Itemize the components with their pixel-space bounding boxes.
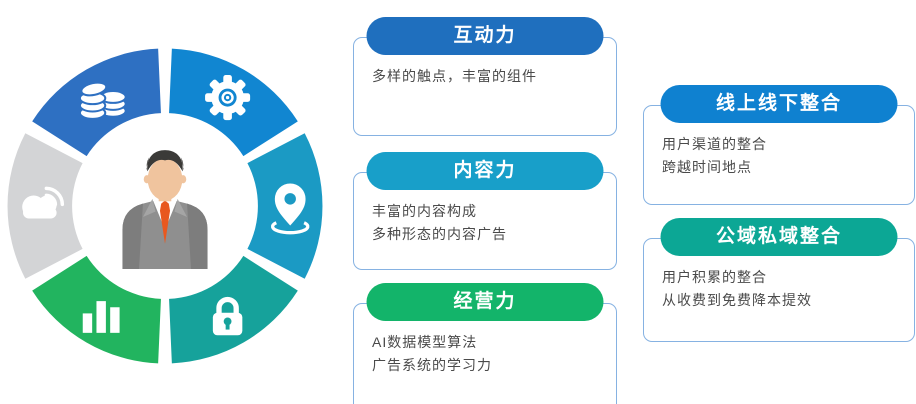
card-text-line: 跨越时间地点 (662, 159, 752, 175)
card-text-line: 从收费到免费降本提效 (662, 292, 812, 308)
card-interaction-power-body: 多样的触点，丰富的组件 (354, 38, 616, 88)
card-text-line: 丰富的内容构成 (372, 203, 477, 219)
card-public-private-domain-integration-header: 公域私域整合 (660, 218, 898, 256)
coins-icon (78, 81, 127, 120)
gear-icon (205, 75, 251, 121)
segment-lock (169, 255, 298, 364)
card-operation-power: 经营力 AI数据模型算法 广告系统的学习力 (353, 283, 617, 404)
card-public-private-domain-integration: 公域私域整合 用户积累的整合 从收费到免费降本提效 (643, 218, 915, 342)
location-pin-icon (271, 183, 310, 235)
card-content-power-header: 内容力 (366, 152, 604, 190)
card-text-line: 用户渠道的整合 (662, 136, 767, 152)
bar-chart-icon (82, 301, 120, 333)
card-interaction-power: 互动力 多样的触点，丰富的组件 (353, 17, 617, 136)
card-public-private-domain-integration-body: 用户积累的整合 从收费到免费降本提效 (644, 239, 914, 312)
card-text-line: 多种形态的内容广告 (372, 226, 507, 242)
card-online-offline-integration-header: 线上线下整合 (660, 85, 898, 123)
capability-wheel-svg (7, 48, 323, 364)
card-operation-power-header: 经营力 (366, 283, 604, 321)
card-text-line: 用户积累的整合 (662, 269, 767, 285)
card-operation-power-body: AI数据模型算法 广告系统的学习力 (354, 304, 616, 377)
card-interaction-power-header: 互动力 (366, 17, 604, 55)
card-online-offline-integration: 线上线下整合 用户渠道的整合 跨越时间地点 (643, 85, 915, 205)
card-text-line: AI数据模型算法 (372, 334, 478, 350)
card-content-power: 内容力 丰富的内容构成 多种形态的内容广告 (353, 152, 617, 270)
card-content-power-body: 丰富的内容构成 多种形态的内容广告 (354, 173, 616, 246)
capability-wheel (5, 46, 325, 366)
card-online-offline-integration-body: 用户渠道的整合 跨越时间地点 (644, 106, 914, 179)
card-text-line: 多样的触点，丰富的组件 (372, 68, 537, 84)
cloud-signal-icon (22, 186, 65, 219)
lock-icon (212, 296, 243, 336)
businessman-avatar (122, 150, 208, 269)
card-text-line: 广告系统的学习力 (372, 357, 492, 373)
